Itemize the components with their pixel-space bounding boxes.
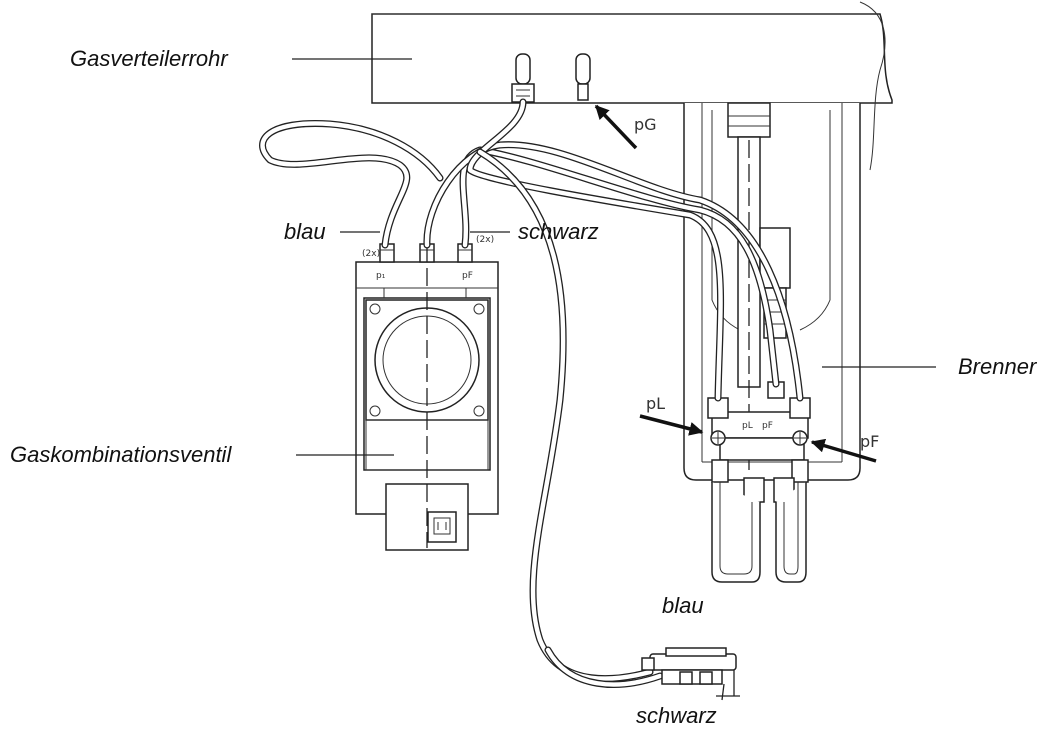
label-gaskombinationsventil: Gaskombinationsventil: [10, 442, 232, 467]
label-pf: pF: [860, 432, 879, 451]
valve-mark-left: (2x): [362, 249, 380, 259]
hose-pipe-to-burner: [466, 98, 725, 402]
burner-u-tubes: [711, 482, 807, 583]
label-blau-top: blau: [284, 219, 326, 244]
arrow-pl: [639, 414, 704, 436]
label-pg: pG: [634, 115, 657, 134]
hose-black-switch: [544, 646, 664, 688]
pipe-test-nipple-left: [511, 53, 535, 103]
hose-blue-valve: [423, 141, 804, 402]
valve-mark-right: (2x): [476, 235, 494, 245]
hose-black-valve: [459, 146, 780, 388]
label-brenner: Brenner: [958, 354, 1038, 379]
arrow-pg: [594, 104, 638, 150]
label-pl: pL: [646, 394, 665, 413]
gas-distributor-pipe: [371, 1, 893, 171]
arrow-pf: [810, 438, 877, 463]
burner-port-pl: pL: [742, 421, 753, 431]
pressure-switch: [641, 647, 740, 701]
pipe-test-nipple-pg: [575, 53, 591, 101]
label-schwarz-bottom: schwarz: [636, 703, 717, 728]
valve-port-pf: pF: [462, 271, 473, 281]
label-schwarz-top: schwarz: [518, 219, 599, 244]
label-gasverteilerrohr: Gasverteilerrohr: [70, 46, 229, 71]
label-blau-bottom: blau: [662, 593, 704, 618]
valve-port-p1: p₁: [376, 271, 386, 281]
burner-port-pf: pF: [762, 421, 773, 431]
burner-housing: [683, 102, 861, 481]
hose-loop: [259, 119, 444, 249]
